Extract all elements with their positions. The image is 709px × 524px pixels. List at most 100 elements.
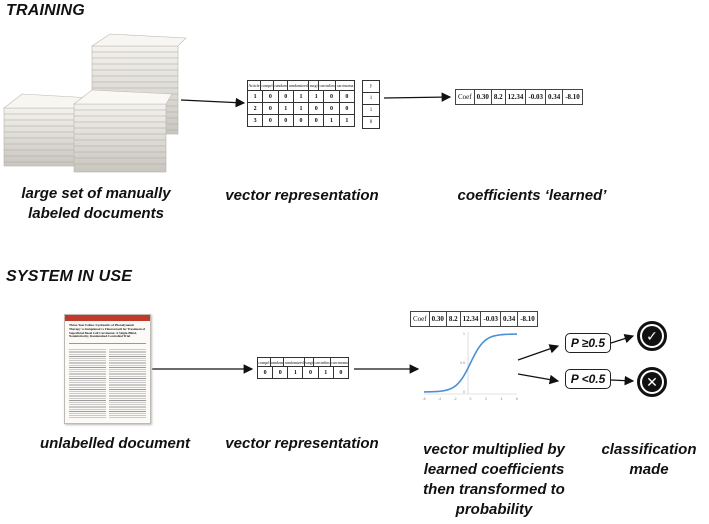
caption-line: classification <box>601 441 697 458</box>
use-vector-headers: comprl random randomized surgi carcinlim… <box>257 357 350 368</box>
vector-cell: 1 <box>317 366 334 379</box>
y-cell: 1 <box>362 104 380 117</box>
matrix-cell: 0 <box>308 114 325 127</box>
vector-cell: 0 <box>256 366 274 379</box>
coef-cell: 12.34 <box>459 311 482 327</box>
vector-cell: 1 <box>287 366 304 379</box>
caption-training-vector: vector representation <box>225 187 379 204</box>
matrix-cell: 0 <box>262 90 279 103</box>
matrix-header: random <box>273 80 289 91</box>
sigmoid-x-tick-label: -6 <box>422 397 425 401</box>
sigmoid-curve <box>423 333 518 393</box>
arrow-to-check <box>610 333 635 344</box>
matrix-cell: 0 <box>292 114 310 127</box>
caption-line: labeled documents <box>28 205 164 222</box>
probability-high-box: P ≥0.5 <box>565 333 611 353</box>
vector-cell: 0 <box>332 366 350 379</box>
coef-label: Coef <box>410 311 430 327</box>
arrow-to-p-low <box>517 373 560 385</box>
caption-line: probability <box>455 501 533 518</box>
document-column-right <box>109 348 146 419</box>
caption-line: learned coefficients <box>423 461 565 478</box>
vector-cell: 0 <box>272 366 289 379</box>
table-row: 0 0 1 0 1 0 <box>256 366 350 379</box>
vector-header-row: comprl random randomized surgi carcinlim… <box>257 357 350 368</box>
unlabelled-document-thumbnail: Three-Year Follow-Up Results of Photodyn… <box>64 314 151 424</box>
document-columns <box>65 346 150 420</box>
caption-line: made <box>629 461 669 478</box>
training-y-vector: y 1 1 0 <box>362 80 380 129</box>
matrix-header: randomized <box>287 80 310 91</box>
matrix-cell: 0 <box>338 90 356 103</box>
document-header-bar <box>65 315 150 321</box>
document-divider <box>69 343 146 345</box>
coef-cell: 0.30 <box>473 89 492 105</box>
matrix-cell: 1 <box>246 90 264 103</box>
sigmoid-x-tick-label: 4 <box>501 397 503 401</box>
system-in-use-title: SYSTEM IN USE <box>6 268 133 285</box>
caption-unlabelled-document: unlabelled document <box>39 435 190 452</box>
table-row: 1 0 0 1 1 0 0 <box>246 90 356 103</box>
document-title: Three-Year Follow-Up Results of Photodyn… <box>69 323 146 339</box>
coef-cell: 8.2 <box>445 311 461 327</box>
y-header: y <box>362 80 380 93</box>
sigmoid-x-tick-label: 0 <box>470 397 472 401</box>
document-column-left <box>69 348 106 419</box>
caption-use-vector: vector representation <box>225 435 379 452</box>
coef-cell: -0.03 <box>480 311 501 327</box>
matrix-cell: 0 <box>308 102 325 115</box>
check-circle-icon: ✓ <box>637 321 667 351</box>
training-matrix: Article comprl random randomized surgi c… <box>247 80 355 91</box>
coef-label: Coef <box>455 89 475 105</box>
table-row: Coef 0.30 8.2 12.34 -0.03 0.34 -8.10 <box>410 311 538 327</box>
matrix-header: Article <box>247 80 261 91</box>
caption-training-coefficients: coefficients ‘learned’ <box>457 187 607 204</box>
table-row: 2 0 1 1 0 0 0 <box>246 102 356 115</box>
training-title: TRAINING <box>6 2 85 19</box>
matrix-cell: 1 <box>338 114 356 127</box>
sigmoid-x-tick-label: -2 <box>453 397 456 401</box>
matrix-cell: 3 <box>246 114 264 127</box>
coef-cell: 0.34 <box>499 311 519 327</box>
caption-training-documents: large set of manually labeled documents <box>6 184 186 224</box>
use-coefficients: Coef 0.30 8.2 12.34 -0.03 0.34 -8.10 <box>410 311 538 327</box>
training-coefficients: Coef 0.30 8.2 12.34 -0.03 0.34 -8.10 <box>455 89 583 105</box>
coef-cell: 12.34 <box>504 89 527 105</box>
matrix-cell: 0 <box>277 114 294 127</box>
probability-low-box: P <0.5 <box>565 369 611 389</box>
sigmoid-y-tick-label: 0 <box>463 390 465 394</box>
matrix-cell: 0 <box>262 102 279 115</box>
table-row: 3 0 0 0 0 1 1 <box>246 114 356 127</box>
caption-classification: classification made <box>594 440 704 480</box>
check-glyph: ✓ <box>642 326 662 346</box>
arrow-docs-to-matrix <box>180 97 246 108</box>
matrix-cell: 0 <box>262 114 279 127</box>
x-circle-icon: ✕ <box>637 367 667 397</box>
sigmoid-x-tick-label: 2 <box>485 397 487 401</box>
matrix-cell: 1 <box>323 114 340 127</box>
y-cell: 0 <box>362 116 380 129</box>
caption-line: then transformed to <box>423 481 565 498</box>
matrix-cell: 0 <box>338 102 356 115</box>
matrix-cell: 1 <box>308 90 325 103</box>
matrix-cell: 1 <box>277 102 294 115</box>
sigmoid-y-tick-label: 1 <box>463 332 465 336</box>
vector-cell: 0 <box>302 366 319 379</box>
coef-cell: 8.2 <box>490 89 506 105</box>
matrix-cell: 1 <box>292 90 310 103</box>
cross-glyph: ✕ <box>642 372 662 392</box>
coef-cell: -8.10 <box>517 311 538 327</box>
matrix-header: comprl <box>259 80 275 91</box>
arrow-matrix-to-coef <box>383 92 452 102</box>
table-row: Coef 0.30 8.2 12.34 -0.03 0.34 -8.10 <box>455 89 583 105</box>
sigmoid-x-tick-label: -4 <box>438 397 441 401</box>
matrix-cell: 0 <box>323 90 340 103</box>
coef-cell: 0.34 <box>544 89 564 105</box>
matrix-cell: 0 <box>323 102 340 115</box>
matrix-header-row: Article comprl random randomized surgi c… <box>247 80 355 91</box>
sigmoid-x-tick-label: 6 <box>516 397 518 401</box>
sigmoid-x-ticks: -6 -4 -2 0 2 4 6 <box>422 397 518 401</box>
matrix-cell: 1 <box>292 102 310 115</box>
